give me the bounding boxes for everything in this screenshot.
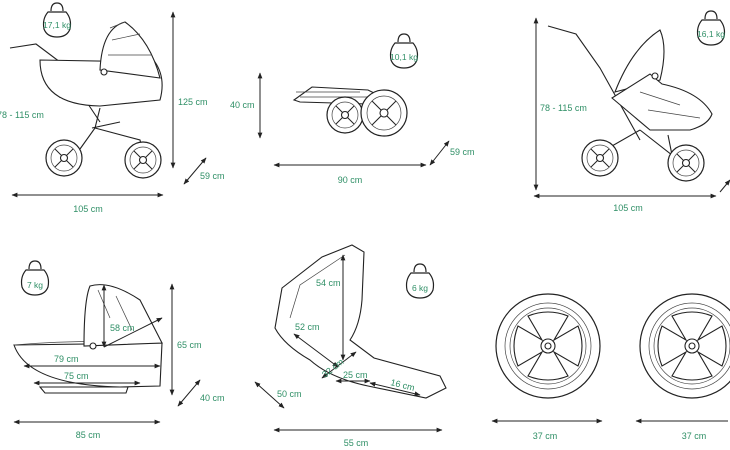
wheel-left: [495, 293, 601, 399]
width-label: 59 cm: [450, 147, 475, 157]
weight-label: 17,1 kg: [43, 20, 71, 30]
height-label: 40 cm: [230, 100, 255, 110]
wheels-figure: 37 cm 37 cm: [491, 293, 730, 441]
wheel-right: [639, 293, 730, 399]
length-label: 105 cm: [613, 203, 643, 213]
height-label: 65 cm: [177, 340, 202, 350]
handle-height-label: 78 - 115 cm: [540, 103, 587, 113]
rear-wheel: [326, 96, 364, 134]
front-wheel: [124, 141, 162, 179]
weight-label: 10,1 kg: [390, 52, 418, 62]
folded-stroller-figure: 10,1 kg 40 cm 90 cm 59 cm: [230, 33, 475, 185]
handle-height-label: 78 - 115 cm: [0, 110, 44, 120]
rear-wheel: [581, 139, 619, 177]
length-label: 90 cm: [338, 175, 363, 185]
weight-label: 7 kg: [27, 280, 43, 290]
weight-label: 16,1 kg: [697, 29, 725, 39]
inner-length-label: 79 cm: [54, 354, 79, 364]
height-label: 125 cm: [178, 97, 208, 107]
base-length-label: 75 cm: [64, 371, 89, 381]
weight-label: 6 kg: [412, 283, 428, 293]
inner-height-label: 58 cm: [110, 323, 135, 333]
width-label: 59 cm: [200, 171, 225, 181]
width-label: 40 cm: [200, 393, 225, 403]
length-label: 105 cm: [73, 204, 103, 214]
carrycot-figure: 7 kg 58 cm 65 cm 79 cm 75 cm 40 cm 85 cm: [13, 260, 225, 440]
wheel-right-label: 37 cm: [682, 431, 707, 441]
weight-icon: [696, 10, 726, 46]
wheel-left-label: 37 cm: [533, 431, 558, 441]
weight-icon: [389, 33, 419, 69]
backrest-label: 54 cm: [316, 278, 341, 288]
seat-unit-figure: 6 kg 54 cm 52 cm 32 cm 25 cm 16 cm 50 cm…: [254, 244, 447, 448]
seat-mid-label: 25 cm: [343, 370, 368, 380]
rear-wheel: [45, 139, 83, 177]
stroller-seat-figure: 16,1 kg 78 - 115 cm 105 cm: [533, 10, 730, 213]
front-wheel: [667, 144, 705, 182]
width-label: 50 cm: [277, 389, 302, 399]
carrycot-hood: [99, 21, 161, 79]
length-label: 85 cm: [76, 430, 101, 440]
length-label: 55 cm: [344, 438, 369, 448]
stroller-carrycot-figure: 17,1 kg 125 cm 78 - 115 cm 59 cm 105 cm: [0, 2, 225, 214]
carrycot-hood: [83, 284, 163, 347]
back-angle-label: 52 cm: [295, 322, 320, 332]
